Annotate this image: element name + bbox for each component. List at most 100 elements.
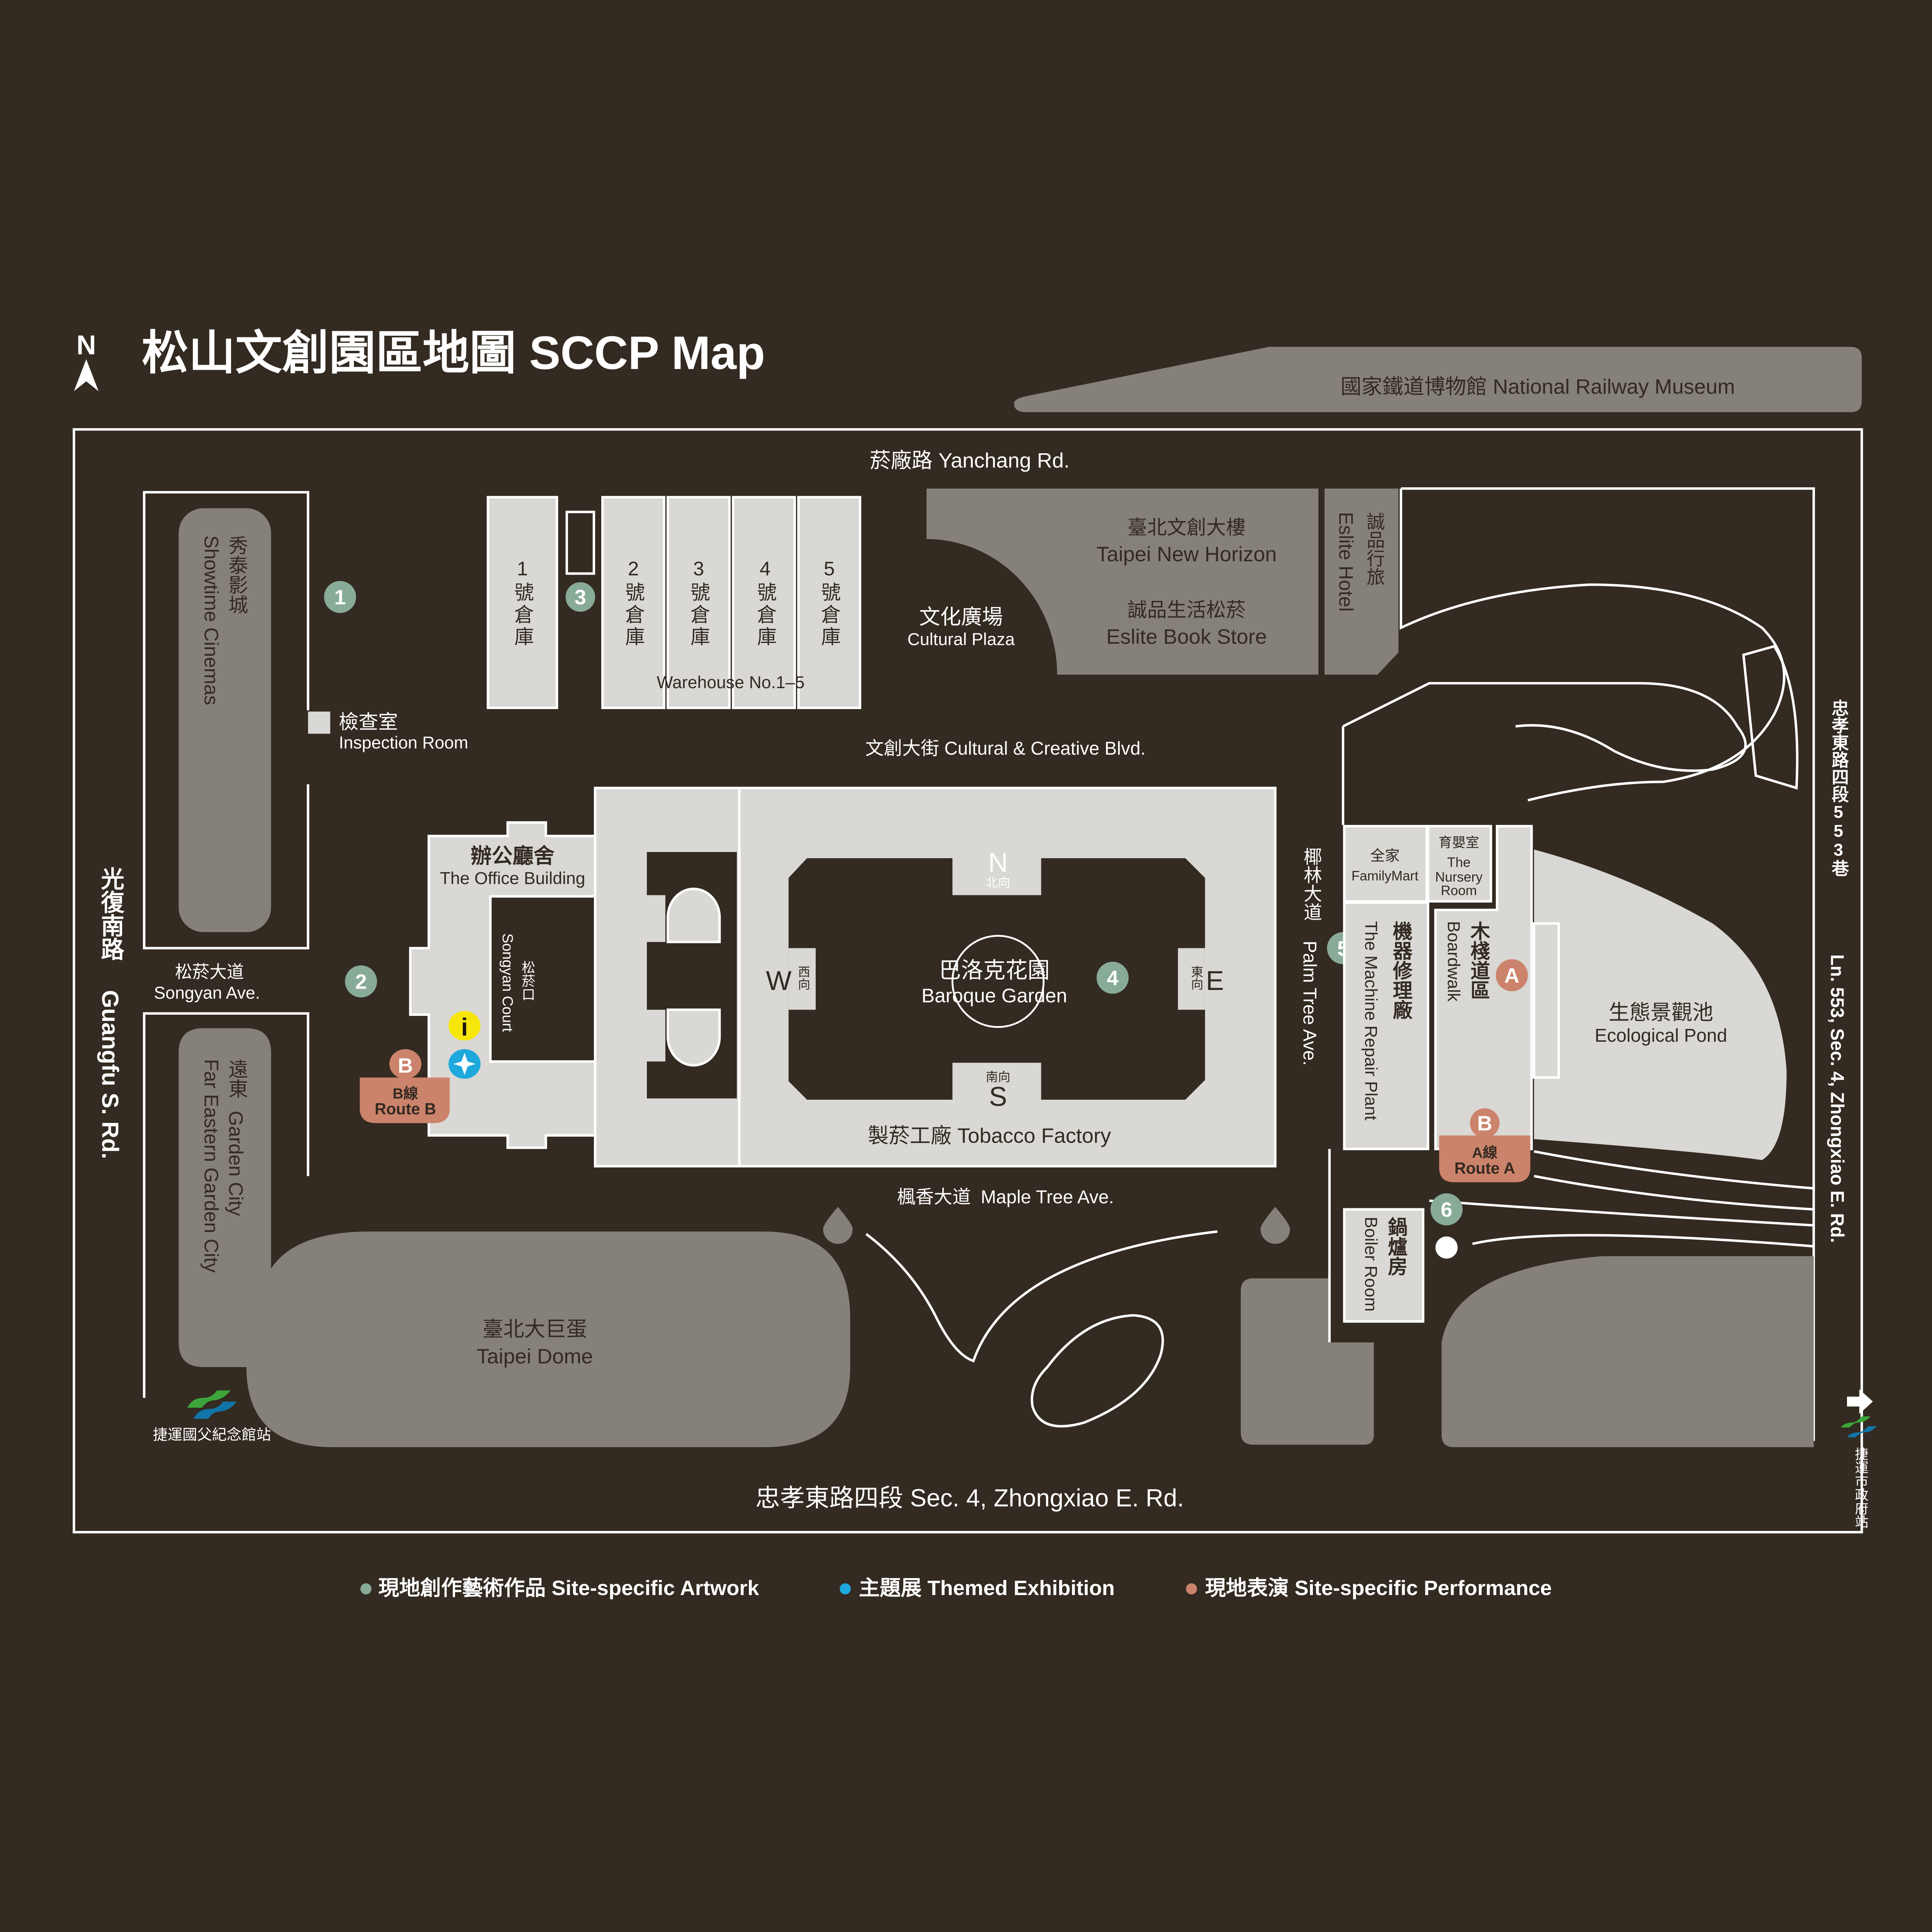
route-a-marker[interactable]: A: [1496, 959, 1528, 992]
eslite-label-zh: 誠品生活松菸: [1128, 599, 1246, 621]
marker-number: 1: [334, 586, 346, 609]
boiler-room[interactable]: [1343, 1208, 1425, 1323]
warehouse-4-label: 4號倉庫: [754, 558, 777, 649]
artwork-marker-1[interactable]: 1: [324, 581, 356, 613]
nursery-label-en3: Room: [1441, 883, 1477, 898]
route-a-marker-letter: A: [1504, 964, 1519, 987]
north-gate-letter: N: [988, 847, 1008, 878]
north-label: N: [77, 330, 96, 360]
west-gate-letter: W: [766, 965, 791, 996]
familymart[interactable]: [1343, 825, 1428, 903]
themed-exhibition-marker[interactable]: [448, 1049, 481, 1079]
maple-zh: 楓香大道: [897, 1187, 971, 1208]
nursery-room[interactable]: [1427, 825, 1492, 903]
route-a-label-zh: A線: [1472, 1145, 1498, 1161]
path-road-3: [1429, 1199, 1814, 1227]
road-lane553-en: Ln. 553, Sec. 4, Zhongxiao E. Rd.: [1827, 954, 1847, 1243]
boiler-label-zh: 鍋爐房: [1385, 1217, 1408, 1276]
eslite-hotel[interactable]: [1324, 488, 1399, 675]
boardwalk-label-en: Boardwalk: [1444, 921, 1463, 1002]
warehouse-3[interactable]: [667, 496, 731, 709]
baroque-fountain: [951, 935, 1045, 1028]
south-gate-label: 南向: [986, 1070, 1010, 1084]
page-title: 松山文創園區地圖 SCCP Map: [142, 327, 765, 379]
metro-city-hall-label: 捷運市政府站: [1853, 1447, 1869, 1529]
warehouse-5[interactable]: [797, 496, 861, 709]
route-b-marker-letter: B: [398, 1054, 413, 1077]
route-a-marker-bg: [1496, 959, 1528, 992]
boiler-chimney: [1435, 1236, 1458, 1259]
metro-city-hall[interactable]: 捷運市政府站: [1841, 1389, 1877, 1529]
metro-logo-icon: [1841, 1416, 1871, 1428]
ecological-pond[interactable]: [1534, 849, 1787, 1160]
fareastern-label-en1: Garden City: [225, 1111, 247, 1216]
gray-lot: [1441, 1256, 1814, 1447]
inspection-label-zh: 檢查室: [339, 711, 398, 733]
road-maple: 楓香大道 Maple Tree Ave.: [897, 1187, 1114, 1208]
pond-label-en: Ecological Pond: [1595, 1026, 1727, 1046]
pond-deck: [1532, 922, 1560, 1079]
boardwalk-label-zh: 木棧道區: [1468, 921, 1490, 1000]
warehouse-1-label: 1號倉庫: [512, 558, 534, 649]
marker-number: 3: [575, 586, 586, 609]
path-road-1: [1534, 1150, 1814, 1190]
warehouse-4[interactable]: [732, 496, 796, 709]
road-cultural-blvd: 文創大街 Cultural & Creative Blvd.: [865, 738, 1146, 759]
court-label-zh: 松菸口: [520, 961, 535, 1001]
road-guangfu-en: Guangfu S. Rd.: [97, 990, 124, 1159]
railway-museum-shape: [1014, 347, 1862, 412]
metro-sun-yat-sen[interactable]: 捷運國父紀念館站: [153, 1390, 271, 1444]
road-palm-zh: 椰林大道: [1301, 847, 1321, 921]
far-eastern-dome-shape[interactable]: [179, 1028, 850, 1447]
route-b-label-en: Route B: [375, 1100, 436, 1118]
marker-number: 6: [1441, 1198, 1452, 1221]
tree-drop-icon: [823, 1207, 853, 1244]
boiler-label-en: Boiler Room: [1361, 1217, 1380, 1312]
info-point[interactable]: i: [448, 1011, 481, 1041]
road-songyan-zh: 松菸大道: [175, 963, 244, 981]
office-label-zh: 辦公廳舍: [471, 845, 554, 868]
legend-dot-artwork: [360, 1583, 372, 1595]
path-curve: [1400, 488, 1786, 802]
dome-label-zh: 臺北大巨蛋: [482, 1318, 587, 1341]
route-b-west[interactable]: B B線 Route B: [360, 1049, 450, 1123]
marker-number: 2: [355, 970, 367, 993]
hotel-label-zh: 誠品行旅: [1364, 512, 1384, 586]
warehouse-group-label: Warehouse No.1–5: [657, 673, 805, 692]
south-gate-letter: S: [989, 1081, 1007, 1112]
machine-repair-plant[interactable]: [1343, 901, 1429, 1150]
hotel-label-en: Eslite Hotel: [1335, 512, 1357, 612]
artwork-marker-4[interactable]: 4: [1097, 961, 1129, 994]
road-guangfu-zh: 光復南路: [98, 867, 124, 960]
warehouse-5-label: 5號倉庫: [818, 558, 841, 649]
taipei-new-horizon[interactable]: [926, 488, 1318, 675]
route-a-box: [1439, 1135, 1531, 1182]
warehouse-annex: [565, 510, 595, 575]
showtime-label-en: Showtime Cinemas: [200, 536, 222, 705]
path-road-4: [1472, 1234, 1814, 1248]
route-a-stop[interactable]: B A線 Route A: [1439, 1108, 1531, 1182]
east-gate-label: 東向: [1189, 965, 1203, 990]
maple-en: Maple Tree Ave.: [981, 1187, 1114, 1208]
plaza-label-zh: 文化廣場: [919, 605, 1003, 629]
pond-label-zh: 生態景觀池: [1609, 1001, 1713, 1024]
artwork-marker-6[interactable]: 6: [1430, 1193, 1463, 1226]
artwork-marker-3[interactable]: 3: [565, 582, 595, 612]
inspection-room[interactable]: [308, 711, 330, 734]
warehouse-2[interactable]: [601, 496, 665, 709]
warehouse-1[interactable]: [486, 496, 558, 709]
boardwalk[interactable]: [1434, 825, 1533, 1150]
metro-logo-icon: [187, 1390, 231, 1408]
garden-path: [865, 1230, 1218, 1363]
tobacco-factory[interactable]: N 北向 南向 S W 西向 E 東向 巴洛克花園 Baroque Garden…: [594, 787, 1277, 1168]
plaza-label-en: Cultural Plaza: [907, 630, 1015, 649]
nursery-label-zh: 育嬰室: [1439, 835, 1479, 850]
fareastern-label-en2: Far Eastern Garden City: [200, 1059, 222, 1273]
showtime-cinemas[interactable]: 秀泰影城 Showtime Cinemas: [143, 491, 310, 949]
artwork-marker-2[interactable]: 2: [345, 965, 377, 998]
arrow-right-icon: [1847, 1389, 1873, 1414]
metro-logo-icon-lower: [1847, 1426, 1877, 1437]
factory-label: 製菸工廠 Tobacco Factory: [868, 1124, 1111, 1148]
east-gate-letter: E: [1206, 965, 1224, 996]
